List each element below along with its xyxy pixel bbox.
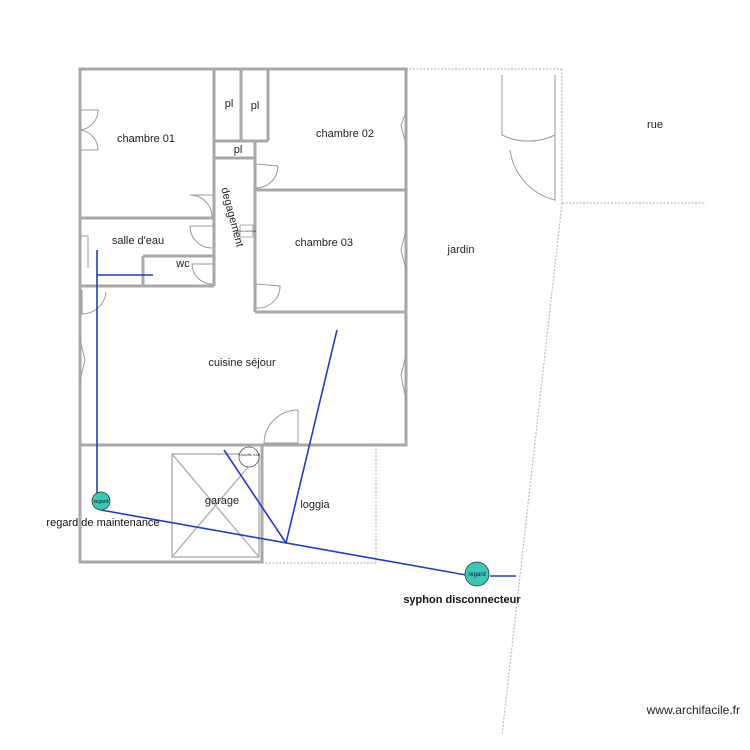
- label-pl-2: pl: [251, 100, 260, 112]
- property-lines: [262, 68, 706, 736]
- label-regard-maintenance: regard de maintenance: [46, 517, 159, 529]
- watermark: www.archifacile.fr: [646, 703, 740, 717]
- label-degagement: degagement: [218, 186, 245, 248]
- label-chambre-01: chambre 01: [117, 133, 175, 145]
- doors: [79, 75, 556, 444]
- label-loggia: loggia: [300, 499, 330, 511]
- electrical-panel-label: tableau electrique: [236, 229, 257, 233]
- chauffe-eau: Chauffe eau: [238, 446, 260, 468]
- drain-pipes: [96, 250, 516, 577]
- label-salle-d-eau: salle d'eau: [112, 235, 164, 247]
- label-chambre-03: chambre 03: [295, 237, 353, 249]
- label-wc: wc: [175, 258, 190, 270]
- label-cuisine-sejour: cuisine séjour: [208, 357, 276, 369]
- label-pl-3: pl: [234, 144, 243, 156]
- regard-right-label: regard: [468, 572, 485, 578]
- label-rue: rue: [647, 119, 663, 131]
- regard-left: regard: [91, 491, 111, 511]
- label-garage: garage: [205, 495, 239, 507]
- label-syphon: syphon disconnecteur: [403, 594, 521, 606]
- garage-outline: [171, 453, 260, 558]
- regard-left-label: regard: [94, 499, 109, 505]
- room-labels: chambre 01 chambre 02 chambre 03 pl pl p…: [112, 98, 663, 511]
- label-jardin: jardin: [447, 244, 475, 256]
- annotations: regard de maintenance syphon disconnecte…: [46, 517, 521, 606]
- house-walls: [78, 67, 408, 564]
- regard-right: regard: [464, 561, 490, 587]
- label-pl-1: pl: [225, 98, 234, 110]
- electrical-panel: tableau electrique: [236, 224, 257, 238]
- label-chambre-02: chambre 02: [316, 128, 374, 140]
- chauffe-eau-label: Chauffe eau: [238, 452, 260, 457]
